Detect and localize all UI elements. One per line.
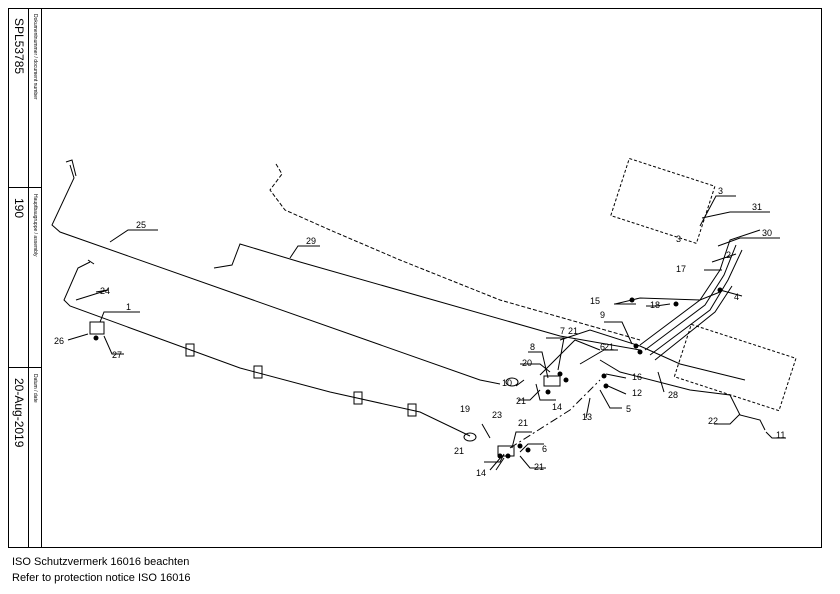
callout-18: 18 [650, 300, 660, 310]
title-block: SPL53785 Dokumentnummer / document numbe… [8, 8, 42, 548]
callout-16: 16 [632, 372, 642, 382]
callout-8: 8 [530, 342, 535, 352]
callout-17: 17 [676, 264, 686, 274]
manifold-block [543, 375, 561, 387]
callout-24: 24 [100, 286, 110, 296]
callout-29: 29 [306, 236, 316, 246]
callout-14b: 14 [476, 468, 486, 478]
callout-20: 20 [522, 358, 532, 368]
date-cell: 20-Aug-2019 Datum / date [8, 368, 42, 548]
pipe-22 [599, 359, 766, 431]
pipe-bundle-3 [649, 249, 743, 356]
callout-12: 12 [632, 388, 642, 398]
callout-21f: 21 [568, 326, 578, 336]
pipe-7 [539, 339, 601, 376]
pipe-25-end [65, 159, 77, 177]
bracket-26 [89, 321, 105, 335]
callout-3b: 3 [676, 234, 681, 244]
callout-25: 25 [136, 220, 146, 230]
doc-number-cell: SPL53785 Dokumentnummer / document numbe… [8, 8, 42, 188]
drawing-frame [8, 8, 822, 548]
callout-9: 9 [600, 310, 605, 320]
valve-block-bottom [673, 323, 797, 412]
callout-13: 13 [582, 412, 592, 422]
callout-7: 7 [560, 326, 565, 336]
callout-23: 23 [492, 410, 502, 420]
fitting-dots [93, 287, 723, 459]
callout-6b: 6 [542, 444, 547, 454]
callout-21c: 21 [518, 418, 528, 428]
callout-31: 31 [752, 202, 762, 212]
callout-21b: 21 [516, 396, 526, 406]
callout-4: 4 [734, 292, 739, 302]
clamp [185, 343, 195, 357]
callout-19: 19 [460, 404, 470, 414]
clamp [253, 365, 263, 379]
callout-6: 6 [600, 342, 605, 352]
protection-notice-de: ISO Schutzvermerk 16016 beachten [12, 556, 190, 568]
callout-28: 28 [668, 390, 678, 400]
callout-5: 5 [626, 404, 631, 414]
assembly-cell: 190 Hauptbaugruppe / assembly [8, 188, 42, 368]
callout-21d: 21 [454, 446, 464, 456]
callout-3: 3 [718, 186, 723, 196]
pipe-24 [63, 261, 471, 437]
cable-dashed [269, 163, 641, 341]
callout-22: 22 [708, 416, 718, 426]
valve-block-top [610, 157, 716, 244]
pipe-28 [559, 329, 746, 381]
pipe-bundle-1 [639, 229, 761, 346]
pipe-bundle-2 [644, 244, 737, 351]
centerline [509, 379, 601, 449]
callout-10: 10 [502, 378, 512, 388]
pipe-25 [51, 164, 501, 385]
protection-notice-en: Refer to protection notice ISO 16016 [12, 572, 191, 584]
callout-15: 15 [590, 296, 600, 306]
callout-30: 30 [762, 228, 772, 238]
callout-27: 27 [112, 350, 122, 360]
callout-labels: 1 2 3 3 4 5 6 6 7 8 9 10 11 12 13 14 14 … [54, 186, 785, 478]
callout-26: 26 [54, 336, 64, 346]
clamp [407, 403, 417, 417]
pipe-15-18 [614, 291, 721, 305]
callout-21a: 21 [604, 342, 614, 352]
callout-11: 11 [776, 430, 785, 440]
callout-2: 2 [726, 250, 731, 260]
fitting-10 [505, 377, 519, 387]
pipe-29 [213, 243, 641, 351]
callout-14: 14 [552, 402, 562, 412]
clamp [353, 391, 363, 405]
callout-1: 1 [126, 302, 131, 312]
fitting-19 [463, 432, 477, 442]
pipe-lines [51, 157, 797, 471]
callout-21e: 21 [534, 462, 544, 472]
